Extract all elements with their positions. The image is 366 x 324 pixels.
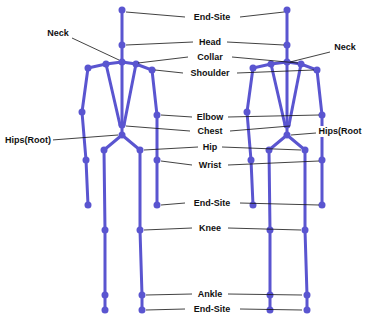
skeleton-front — [79, 7, 161, 314]
joint-label: Neck — [332, 42, 358, 53]
joint-label: End-Site — [192, 304, 233, 315]
joint-label: Hips(Root — [317, 126, 364, 137]
joint-label: Knee — [197, 223, 223, 234]
skeleton-side — [244, 7, 326, 314]
leader-lines — [52, 12, 330, 310]
joint-label: Elbow — [195, 112, 226, 123]
joint-label: Hips(Root) — [3, 135, 53, 146]
joint-label: Neck — [45, 28, 71, 39]
joint-label: Hip — [201, 142, 220, 153]
joint-label: Shoulder — [188, 68, 231, 79]
joint-label: End-Site — [192, 12, 233, 23]
joint-label: Ankle — [196, 289, 225, 300]
joint-label: Head — [197, 37, 223, 48]
joint-label: End-Site — [192, 198, 233, 209]
joint-label: Chest — [195, 126, 224, 137]
joint-label: Collar — [195, 52, 225, 63]
joint-label: Wrist — [197, 160, 223, 171]
